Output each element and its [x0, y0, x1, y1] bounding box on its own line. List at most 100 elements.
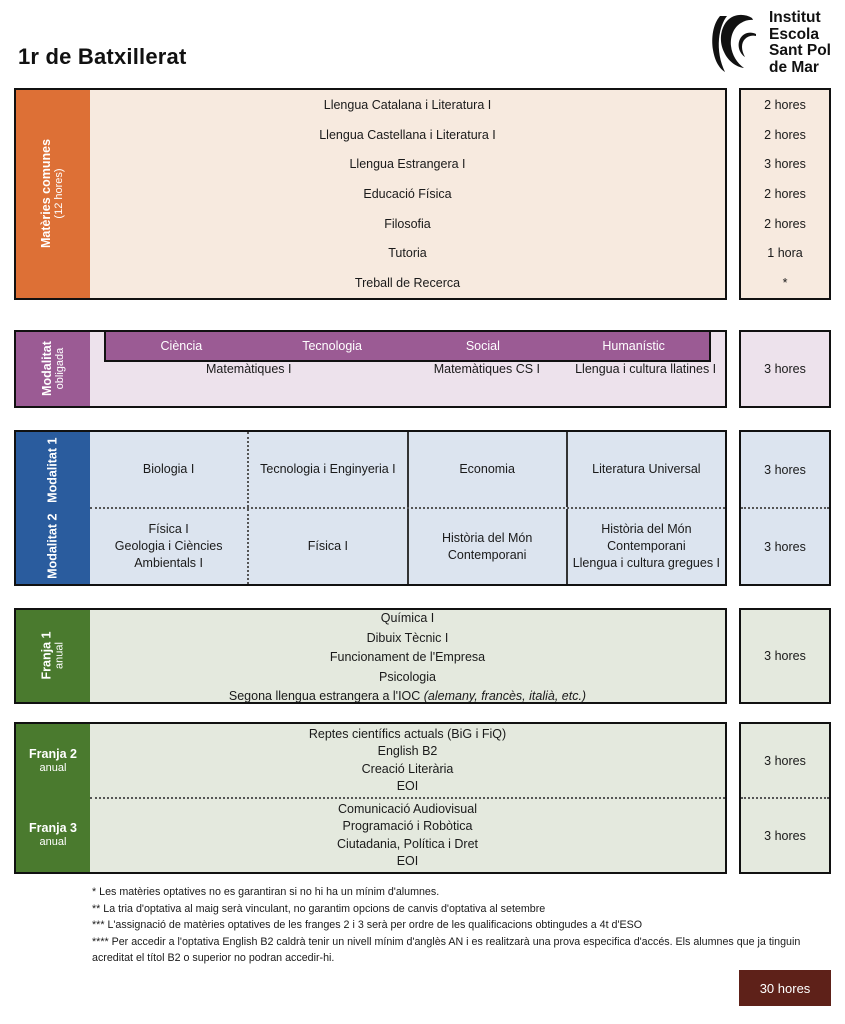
modalitat-1-cell: Literatura Universal: [592, 462, 701, 477]
comunes-hours-column: 2 hores 2 hores 3 hores 2 hores 2 hores 1 hor…: [739, 88, 831, 300]
modalitat-1-label: Modalitat 1: [45, 437, 60, 503]
comunes-subject-hours: 2 hores: [764, 97, 806, 112]
footnote: **** Per accedir a l'optativa English B2…: [92, 935, 801, 965]
modalitat-hours: 3 hores: [764, 362, 806, 376]
comunes-subject: Tutoria: [388, 246, 427, 261]
franja23-main: Franja 2 anual Franja 3 anual Reptes cie…: [14, 722, 727, 874]
footnote: * Les matèries optatives no es garantira…: [92, 886, 440, 898]
logo-line-3: Sant Pol: [768, 42, 831, 60]
franja2-hours: 3 hores: [764, 753, 806, 768]
franja1-hours: 3 hores: [764, 649, 806, 663]
institut-escola-logo-mark: [712, 15, 756, 73]
franja1-item: Segona llengua estrangera a l'IOC (alema…: [228, 689, 587, 703]
comunes-subject-hours: 2 hores: [764, 216, 806, 231]
modalitats-hours-column: 3 hores 3 hores: [739, 430, 831, 586]
franja3-item: Programació i Robòtica: [342, 819, 473, 833]
logo-line-2: Escola: [768, 25, 819, 43]
footnote: *** L'assignació de matèries optatives d…: [92, 919, 643, 932]
franja23-hours-column: 3 hores 3 hores: [739, 722, 831, 874]
modalitat-side-label: Modalitat obligada: [16, 332, 90, 406]
modalitat-column-header: Tecnologia: [302, 339, 362, 353]
comunes-subject-hours: 1 hora: [767, 246, 803, 261]
franja2-item: Creació Literària: [361, 761, 454, 776]
franja3-label: Franja 3 anual: [29, 820, 77, 848]
franja2-item: EOI: [396, 779, 419, 793]
modalitat-column-header: Humanístic: [602, 339, 665, 353]
modalitats-side-labels: Modalitat 1 Modalitat 2: [16, 432, 90, 584]
section-franja-1: Franja 1 anual Química I Dibuix Tècnic I F…: [14, 608, 831, 704]
modalitat-label-main: Modalitat: [39, 341, 54, 397]
franja23-side-labels: Franja 2 anual Franja 3 anual: [16, 724, 90, 872]
section-franja-2-3: Franja 2 anual Franja 3 anual Reptes cie…: [14, 722, 831, 874]
franja1-item-note: (alemany, francès, italià, etc.): [423, 689, 587, 703]
school-logo: Institut Escola Sant Pol de Mar: [706, 9, 831, 76]
franja1-main: Franja 1 anual Química I Dibuix Tècnic I F…: [14, 608, 727, 704]
modalitat-1-hours: 3 hores: [764, 462, 806, 477]
modalitat-cell: Llengua i cultura llatines I: [575, 362, 717, 376]
modalitat-1-cell: Tecnologia i Enginyeria I: [249, 432, 409, 507]
franja1-item-list: Química I Dibuix Tècnic I Funcionament de …: [90, 610, 725, 706]
comunes-subject-hours: *: [782, 276, 788, 291]
comunes-subject: Filosofia: [384, 216, 431, 231]
footnote: ** La tria d'optativa al maig serà vincu…: [92, 902, 546, 915]
logo-line-1: Institut: [768, 9, 821, 26]
page-title: 1r de Batxillerat: [18, 44, 187, 69]
comunes-subject: Educació Física: [363, 187, 452, 202]
logo-text: Institut Escola Sant Pol de Mar: [768, 9, 831, 76]
franja1-item: Dibuix Tècnic I: [366, 630, 449, 645]
franja1-side-label: Franja 1 anual: [16, 610, 90, 702]
modalitat-2-label: Modalitat 2: [45, 513, 60, 579]
franja1-item: Psicologia: [379, 669, 436, 684]
franja2-item: English B2: [377, 744, 438, 758]
franja3-hours: 3 hores: [741, 797, 829, 872]
comunes-subject-hours: 2 hores: [764, 187, 806, 202]
modalitat-2-cell: Física I: [249, 509, 409, 584]
franja3-item: EOI: [396, 854, 419, 868]
modalitat-cell: Matemàtiques I: [206, 362, 292, 376]
comunes-subject: Llengua Catalana i Literatura I: [323, 97, 492, 112]
comunes-subject-hours: 2 hores: [764, 127, 806, 142]
comunes-side-label: Matèries comunes (12 hores): [16, 90, 90, 298]
franja23-body: Reptes científics actuals (BiG i FiQ) Eng…: [90, 724, 725, 872]
franja2-item: Reptes científics actuals (BiG i FiQ): [308, 726, 507, 741]
modalitat-1-cell: Biologia I: [90, 432, 250, 507]
comunes-label-sub: (12 hores): [53, 168, 66, 220]
comunes-subject: Treball de Recerca: [354, 276, 461, 291]
modalitat-1-cell: Economia: [409, 432, 568, 507]
modalitat-label-sub: obligada: [53, 348, 66, 390]
franja1-item: Funcionament de l'Empresa: [329, 650, 486, 664]
modalitat-cell: Matemàtiques CS I: [433, 362, 541, 376]
footnotes: * Les matèries optatives no es garantira…: [92, 884, 831, 967]
franja1-label-main: Franja 1: [39, 632, 54, 680]
page-header: 1r de Batxillerat Institut Escola Sant P…: [0, 0, 845, 88]
modalitat-column-header: Social: [465, 339, 500, 353]
franja2-label: Franja 2 anual: [29, 746, 77, 774]
franja1-body: Química I Dibuix Tècnic I Funcionament de …: [90, 610, 725, 703]
franja1-item: Química I: [380, 611, 435, 625]
franja3-item: Ciutadania, Política i Dret: [336, 836, 479, 851]
comunes-subject-hours: 3 hores: [764, 157, 806, 172]
comunes-subject: Llengua Estrangera I: [349, 157, 466, 172]
total-hours-badge: 30 hores: [739, 970, 831, 1006]
logo-line-4: de Mar: [768, 58, 819, 76]
franja1-hours-column: 3 hores: [739, 608, 831, 704]
modalitat-2-hours: 3 hores: [741, 507, 829, 584]
modalitat-hours-column: 3 hores: [739, 330, 831, 408]
comunes-subject-list: Llengua Catalana i Literatura I Llengua C…: [90, 90, 725, 298]
franja3-item: Comunicació Audiovisual: [338, 801, 477, 816]
franja1-label-sub: anual: [53, 642, 66, 670]
comunes-subject: Llengua Castellana i Literatura I: [319, 127, 496, 142]
section-materies-comunes: Matèries comunes (12 hores) Llengua Cata…: [14, 88, 831, 300]
